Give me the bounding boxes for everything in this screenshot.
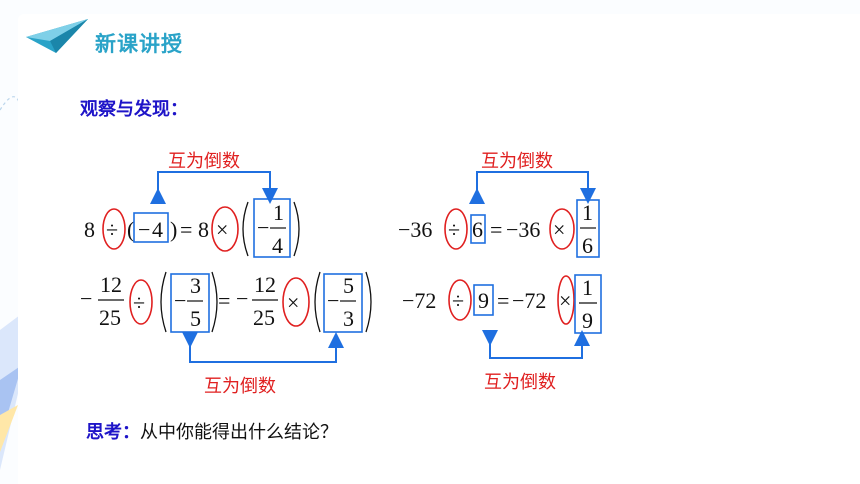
svg-text:−: −: [80, 286, 92, 311]
times-circle-3: [282, 277, 310, 327]
reciprocal-arrow-2: [469, 171, 596, 204]
divide-circle-4: [448, 279, 472, 321]
times-circle-2: [549, 208, 575, 250]
svg-text:−36: −36: [398, 217, 432, 242]
times-circle-4: [557, 275, 575, 325]
reciprocal-label-2: 互为倒数: [481, 151, 553, 172]
svg-text:−: −: [257, 215, 269, 240]
svg-text:×: ×: [216, 217, 228, 242]
reciprocal-box-1: [253, 198, 291, 258]
divide-circle-2: [444, 208, 468, 250]
equation-3: − 12 25 ÷ − 3 5 = − 12 25 × − 5 3: [80, 271, 372, 333]
reciprocal-arrow-3: [182, 332, 344, 363]
svg-text:12: 12: [100, 272, 122, 297]
svg-text:5: 5: [343, 273, 354, 298]
equation-1: 8 ÷ ( − 4 ) = 8 × − 1 4: [84, 198, 300, 258]
svg-text:3: 3: [190, 273, 201, 298]
svg-text:=: =: [490, 217, 502, 242]
svg-text:1: 1: [582, 275, 593, 300]
svg-text:−72: −72: [402, 288, 436, 313]
svg-text:÷: ÷: [452, 288, 464, 313]
svg-text:÷: ÷: [133, 290, 145, 315]
section-label: 观察与发现：: [80, 99, 188, 120]
svg-text:−: −: [174, 288, 186, 313]
svg-text:9: 9: [582, 308, 593, 333]
reciprocal-box-3: [323, 273, 363, 333]
divisor-box-2: [470, 214, 486, 244]
think-prompt: 思考：从中你能得出什么结论？: [86, 418, 338, 444]
svg-text:8: 8: [84, 217, 95, 242]
svg-text:3: 3: [343, 306, 354, 331]
svg-text:1: 1: [273, 200, 284, 225]
equation-4: −72 ÷ 9 = −72 × 1 9: [402, 274, 602, 334]
svg-text:÷: ÷: [106, 217, 118, 242]
dividend-box-1: [133, 212, 169, 243]
svg-text:=: =: [218, 288, 230, 313]
reciprocal-label-4: 互为倒数: [484, 372, 556, 393]
svg-text:×: ×: [287, 290, 299, 315]
reciprocal-label-3: 互为倒数: [204, 376, 276, 397]
content-card: [18, 14, 860, 484]
divide-circle-3: [129, 279, 153, 325]
times-circle-1: [211, 206, 239, 252]
svg-text:=: =: [180, 217, 192, 242]
svg-text:12: 12: [254, 272, 276, 297]
reciprocal-arrow-4: [482, 330, 590, 359]
svg-text:8: 8: [198, 217, 209, 242]
svg-text:×: ×: [559, 288, 571, 313]
divisor-box-3: [170, 273, 210, 333]
divide-circle-1: [102, 208, 126, 250]
svg-text:25: 25: [253, 305, 275, 330]
divisor-box-4: [473, 284, 494, 316]
svg-text:4: 4: [152, 217, 163, 242]
svg-text:−72: −72: [512, 288, 546, 313]
svg-text:=: =: [497, 288, 509, 313]
think-keyword: 思考：: [86, 422, 140, 443]
reciprocal-label-1: 互为倒数: [168, 151, 240, 172]
svg-text:1: 1: [582, 200, 593, 225]
svg-text:−: −: [236, 286, 248, 311]
equation-2: −36 ÷ 6 = −36 × 1 6: [398, 199, 600, 258]
svg-text:(: (: [127, 217, 134, 242]
svg-text:−: −: [138, 217, 150, 242]
svg-text:×: ×: [553, 217, 565, 242]
svg-text:−: −: [327, 288, 339, 313]
svg-text:9: 9: [478, 288, 489, 313]
paper-plane-icon: [26, 19, 88, 53]
svg-text:−36: −36: [506, 217, 540, 242]
reciprocal-box-4: [574, 274, 602, 334]
svg-text:5: 5: [190, 306, 201, 331]
svg-text:÷: ÷: [448, 217, 460, 242]
think-question: 从中你能得出什么结论？: [140, 422, 338, 443]
header-title: 新课讲授: [95, 32, 183, 56]
svg-text:): ): [170, 217, 177, 242]
svg-text:6: 6: [472, 217, 483, 242]
svg-text:25: 25: [99, 305, 121, 330]
svg-text:4: 4: [272, 233, 283, 258]
reciprocal-arrow-1: [150, 171, 278, 204]
reciprocal-box-2: [576, 199, 600, 258]
svg-text:6: 6: [582, 233, 593, 258]
